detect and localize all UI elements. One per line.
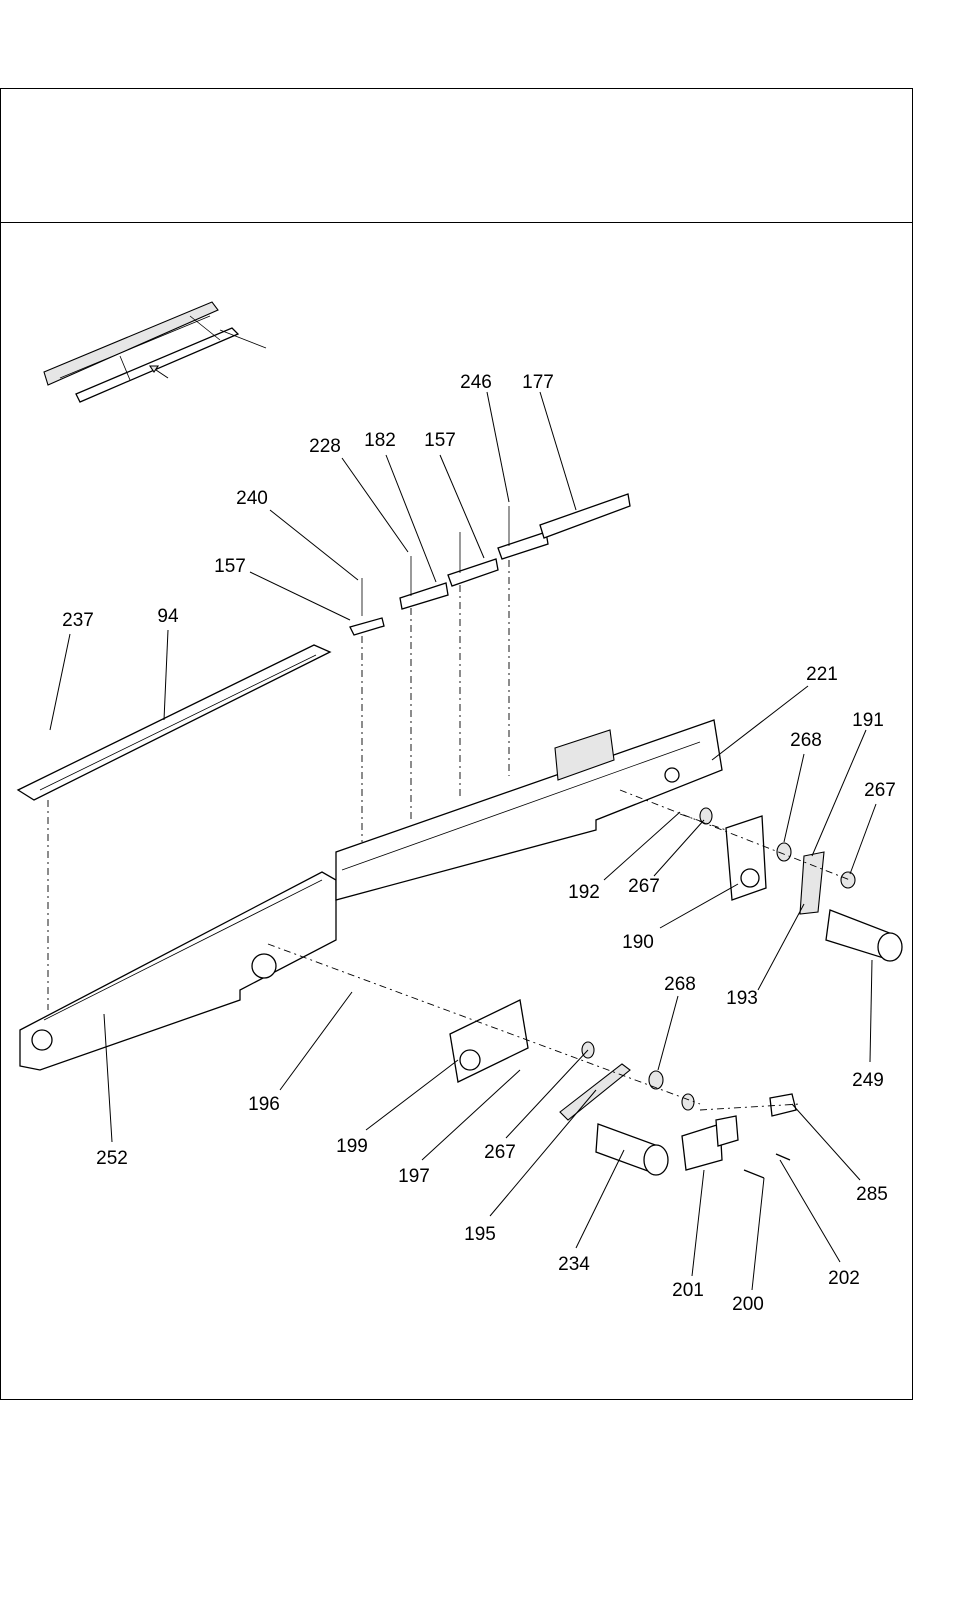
callout-200: 200 (732, 1294, 764, 1315)
callout-182: 182 (364, 430, 396, 451)
main-frame-252 (20, 720, 722, 1070)
callout-228: 228 (309, 436, 341, 457)
callout-246: 246 (460, 372, 492, 393)
callout-267-upper-left: 267 (628, 876, 660, 897)
callout-237: 237 (62, 610, 94, 631)
callout-192: 192 (568, 882, 600, 903)
callout-201: 201 (672, 1280, 704, 1301)
upper-brackets (350, 494, 630, 635)
callout-234: 234 (558, 1254, 590, 1275)
callout-249: 249 (852, 1070, 884, 1091)
callout-267-lower: 267 (484, 1142, 516, 1163)
bracket-199 (450, 1000, 528, 1082)
callout-267-upper-right: 267 (864, 780, 896, 801)
callout-191: 191 (852, 710, 884, 731)
callout-195: 195 (464, 1224, 496, 1245)
locator-thumbnail (44, 302, 266, 402)
callout-94: 94 (157, 606, 179, 627)
callout-202: 202 (828, 1268, 860, 1289)
callout-240: 240 (236, 488, 268, 509)
cover-rail-94 (18, 645, 330, 800)
callout-268-lower: 268 (664, 974, 696, 995)
callout-197: 197 (398, 1166, 430, 1187)
callout-252: 252 (96, 1148, 128, 1169)
callout-221: 221 (806, 664, 838, 685)
callout-199: 199 (336, 1136, 368, 1157)
callout-193: 193 (726, 988, 758, 1009)
callout-190: 190 (622, 932, 654, 953)
callout-177: 177 (522, 372, 554, 393)
bracket-201 (682, 1094, 796, 1178)
callout-196: 196 (248, 1094, 280, 1115)
callout-157-upper: 157 (424, 430, 456, 451)
callout-157-lower: 157 (214, 556, 246, 577)
callout-268-upper: 268 (790, 730, 822, 751)
callout-285: 285 (856, 1184, 888, 1205)
